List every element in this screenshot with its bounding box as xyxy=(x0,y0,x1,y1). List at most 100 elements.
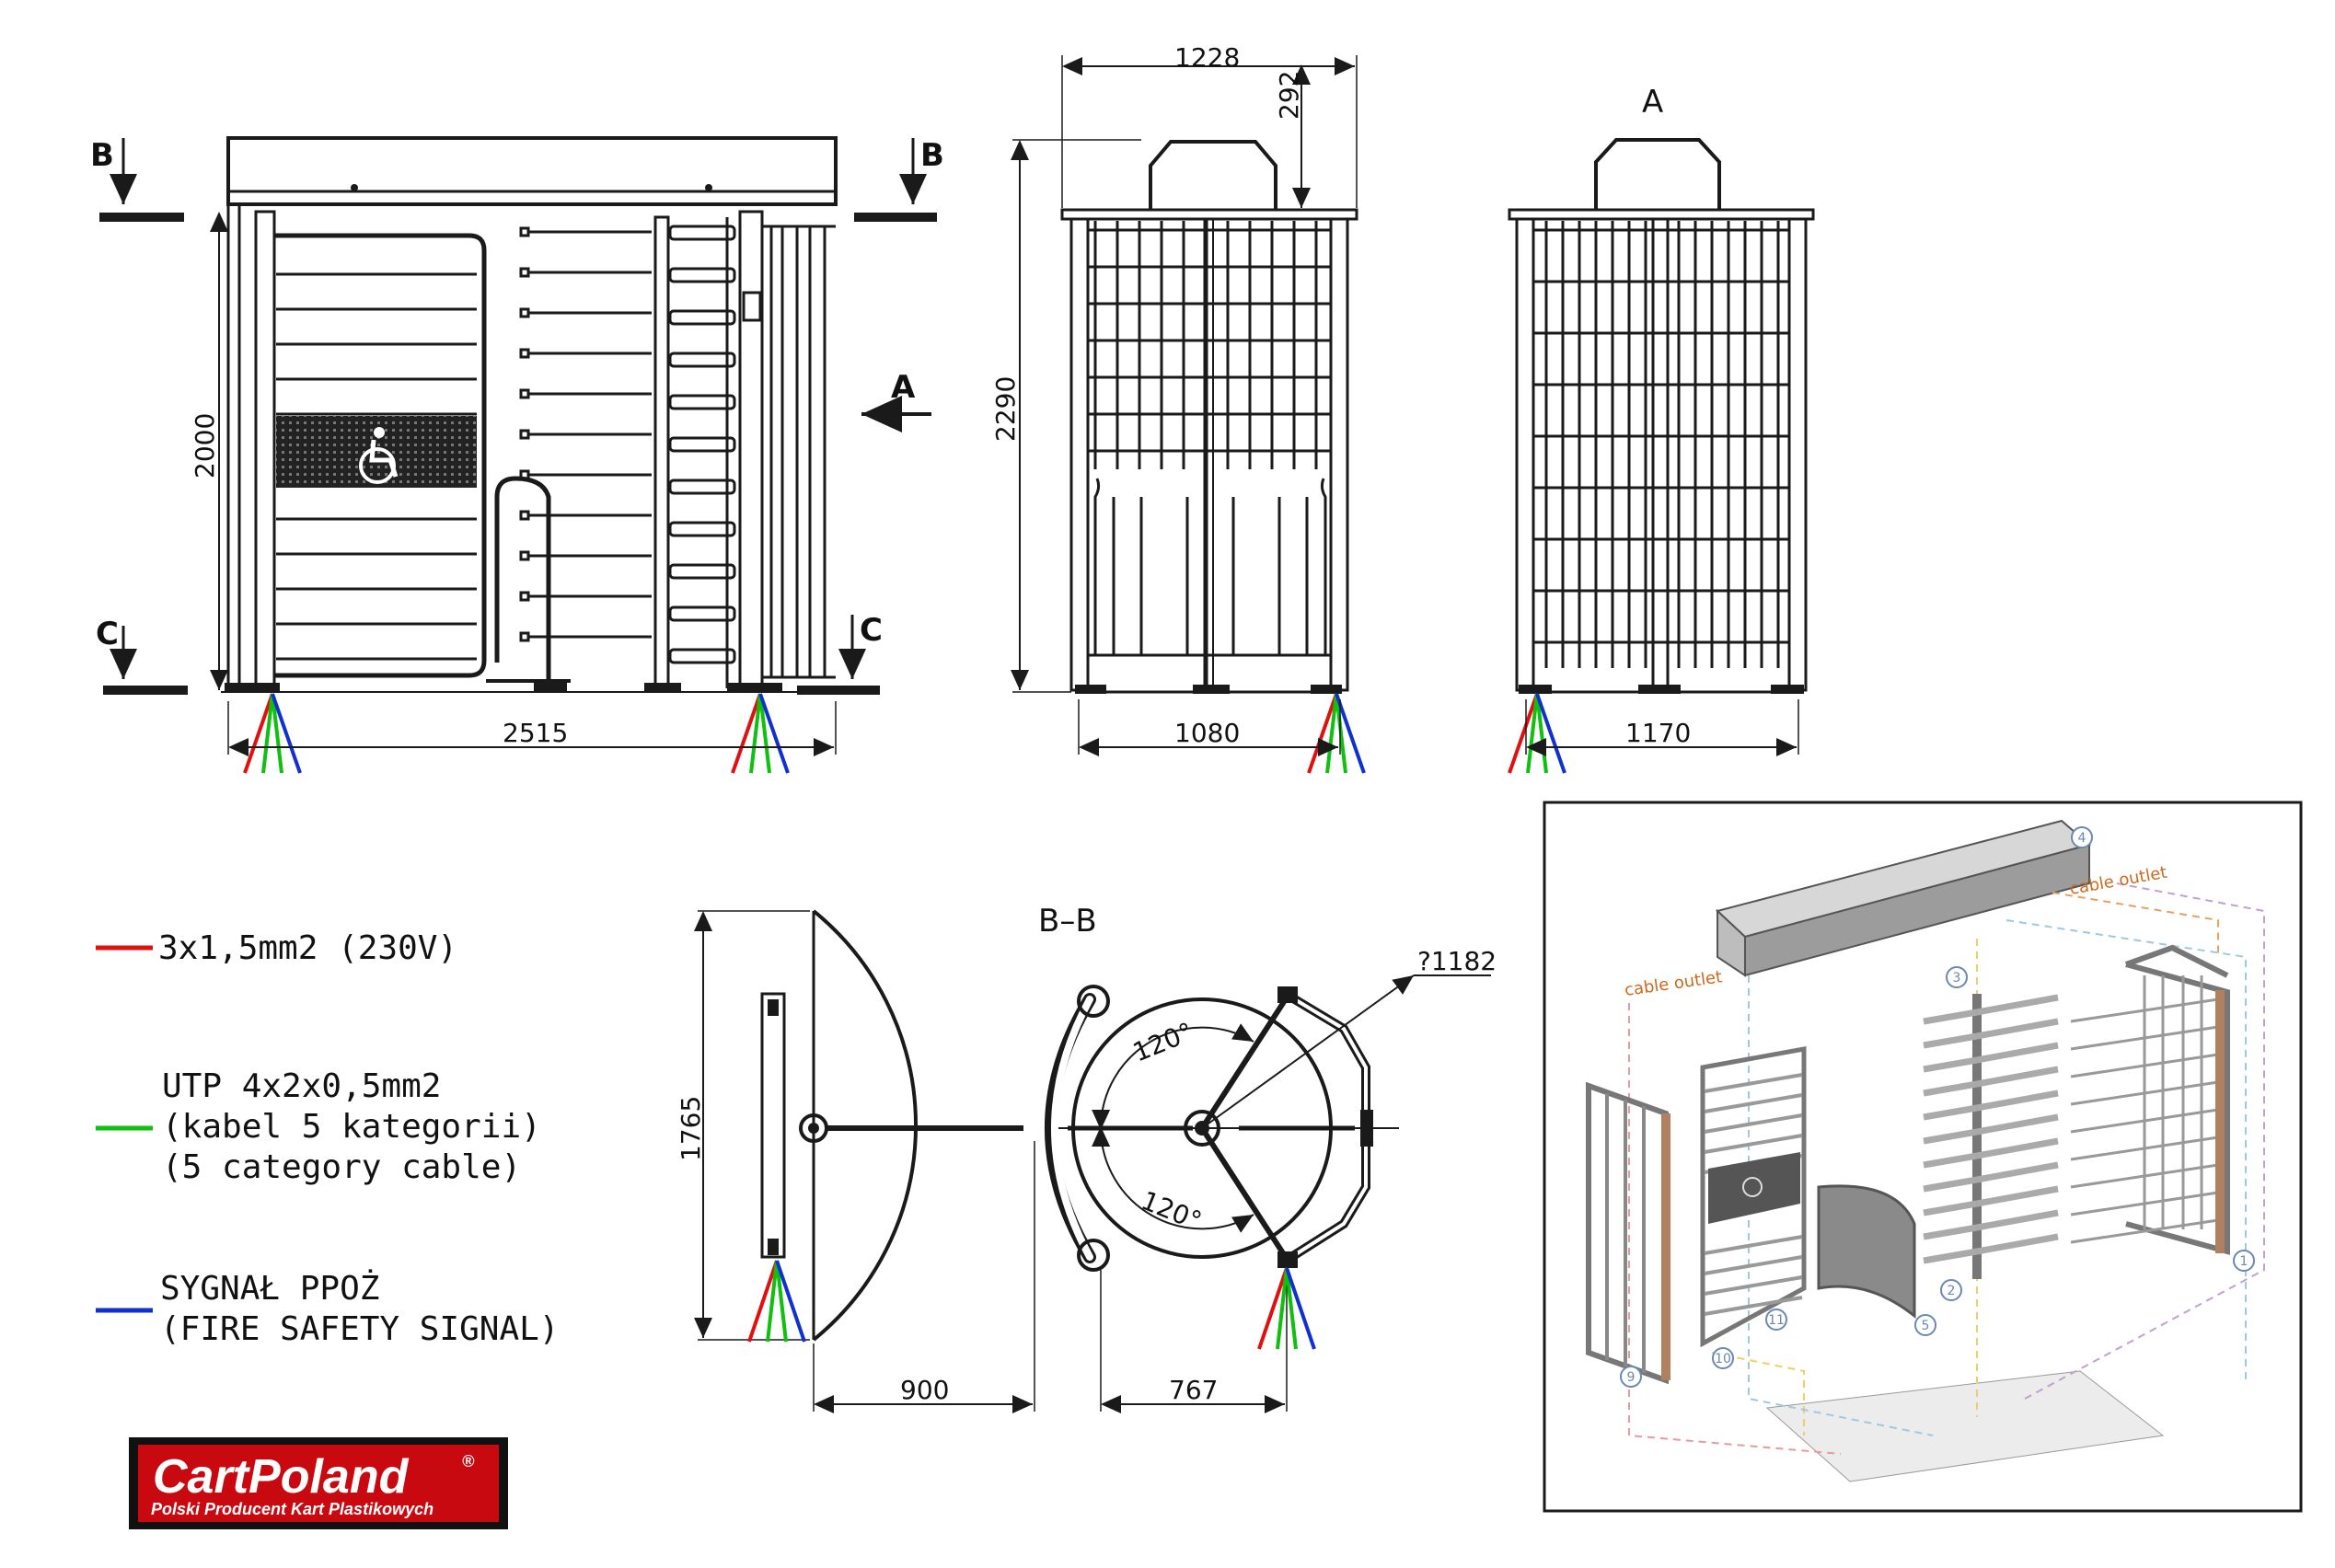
rotor-arm-3d xyxy=(1923,1032,1978,1049)
cable-wire xyxy=(758,693,790,774)
svg-text:(FIRE SAFETY SIGNAL): (FIRE SAFETY SIGNAL) xyxy=(160,1310,559,1348)
callout-3: 3 xyxy=(1946,966,1968,988)
cable-wire xyxy=(731,693,762,774)
callout-label: 9 xyxy=(1627,1370,1636,1385)
dimension-base-width: 1080 xyxy=(1078,699,1341,756)
rotor-3d xyxy=(1923,994,2059,1279)
svg-text:(kabel 5 kategorii): (kabel 5 kategorii) xyxy=(162,1108,541,1146)
cable-wire xyxy=(1508,693,1539,774)
callout-1: 1 xyxy=(2233,1250,2255,1272)
rotor-arm-3d xyxy=(1976,1161,2059,1183)
rotor-arm xyxy=(668,225,736,241)
rotor-arm-3d xyxy=(1923,1152,1978,1169)
rotor-arm-3d xyxy=(1923,1056,1978,1073)
cable-route xyxy=(2024,882,2265,1400)
callout-label: 4 xyxy=(2078,831,2086,846)
svg-text:120°: 120° xyxy=(1137,1185,1206,1237)
svg-text:C: C xyxy=(860,612,883,649)
cable-route xyxy=(1711,1352,1805,1435)
callout-label: 2 xyxy=(1948,1284,1956,1298)
callout-circle xyxy=(2071,826,2093,848)
rotor-arm-3d xyxy=(1976,1185,2059,1207)
dimension-width: 2515 xyxy=(227,701,837,756)
cable-route xyxy=(2052,892,2219,957)
rotor-arm xyxy=(668,394,736,410)
svg-text:292: 292 xyxy=(1274,71,1304,120)
dimension-rotor: 767 xyxy=(1100,1270,1288,1413)
cable-wire xyxy=(1276,1267,1289,1350)
cable-wire xyxy=(271,693,283,774)
svg-text:2515: 2515 xyxy=(503,718,568,748)
svg-text:CartPoland: CartPoland xyxy=(153,1450,410,1504)
cable-wire xyxy=(1526,693,1539,774)
section-marker-b-left: B xyxy=(90,137,184,222)
cable-wire xyxy=(1535,693,1548,774)
rotor-arm-3d xyxy=(1976,1090,2059,1112)
view-a-title: A xyxy=(1642,84,1663,121)
rotor-arm-3d xyxy=(1923,1248,1978,1264)
gate-bar-3d xyxy=(1704,1134,1803,1154)
cable-wire xyxy=(1335,693,1366,774)
legend-item-data: UTP 4x2x0,5mm2 (kabel 5 kategorii) (5 ca… xyxy=(96,1067,541,1186)
rotor-arm-3d xyxy=(1976,1209,2059,1231)
callout-circle xyxy=(2233,1250,2255,1272)
rotor-arm xyxy=(668,352,736,368)
cable-wire xyxy=(243,693,274,774)
svg-text:?1182: ?1182 xyxy=(1417,946,1497,976)
picket-end xyxy=(519,226,530,237)
gate-bar-3d xyxy=(1704,1113,1803,1134)
cable-wire xyxy=(1285,1267,1316,1350)
picket-end xyxy=(519,307,530,318)
cable-wire xyxy=(1535,693,1566,774)
cable-wire xyxy=(1307,693,1338,774)
callout-circle xyxy=(1914,1314,1936,1336)
grille-panel xyxy=(276,416,477,488)
cable-wire xyxy=(766,1260,779,1343)
picket-end xyxy=(519,591,530,602)
svg-text:1080: 1080 xyxy=(1174,718,1240,748)
svg-text:(5 category cable): (5 category cable) xyxy=(162,1148,521,1186)
gate-bar-3d xyxy=(1704,1235,1803,1255)
svg-text:A: A xyxy=(891,369,916,406)
cable-wire xyxy=(775,1260,806,1343)
svg-text:767: 767 xyxy=(1169,1375,1218,1405)
svg-text:1765: 1765 xyxy=(676,1096,706,1161)
callout-11: 11 xyxy=(1765,1309,1787,1331)
section-b-b-title: B–B xyxy=(1038,903,1097,940)
svg-text:Polski Producent Kart Plastiko: Polski Producent Kart Plastikowych xyxy=(151,1500,433,1518)
cable-legend: 3x1,5mm2 (230V) UTP 4x2x0,5mm2 (kabel 5 … xyxy=(96,929,559,1348)
cable-route xyxy=(1748,975,1934,1436)
callout-4: 4 xyxy=(2071,826,2093,848)
guard-3d xyxy=(1817,1184,1916,1320)
canopy-3d xyxy=(1715,819,2092,977)
cartpoland-logo: CartPoland ® Polski Producent Kart Plast… xyxy=(129,1437,508,1529)
gate-bar-3d xyxy=(1704,1255,1803,1275)
dimension-top-height: 292 xyxy=(1274,64,1311,208)
svg-text:900: 900 xyxy=(900,1375,949,1405)
svg-text:120°: 120° xyxy=(1128,1017,1197,1068)
rotor-arm-3d xyxy=(1976,1113,2059,1136)
rotor-arm-3d xyxy=(1976,1233,2059,1255)
gate-bar-3d xyxy=(1704,1073,1803,1093)
picket-end xyxy=(519,510,530,521)
svg-text:UTP 4x2x0,5mm2: UTP 4x2x0,5mm2 xyxy=(162,1067,441,1105)
rotor-arm-3d xyxy=(1923,1009,1978,1025)
picket-end xyxy=(519,388,530,399)
callout-label: 3 xyxy=(1953,971,1961,986)
svg-text:C: C xyxy=(96,616,119,652)
cable-wire xyxy=(1257,1267,1289,1350)
cable-wire xyxy=(775,1260,788,1343)
callout-9: 9 xyxy=(1620,1366,1642,1388)
picket-end xyxy=(519,429,530,440)
gate-leaf-3d xyxy=(1700,1046,1807,1348)
view-arrow-a: A xyxy=(861,369,931,432)
gate-bar-3d xyxy=(1704,1275,1803,1296)
rotor-arm-3d xyxy=(1923,1200,1978,1216)
callout-circle xyxy=(1940,1279,1962,1301)
rotor-arm-3d xyxy=(1923,1176,1978,1193)
rotor-arm-3d xyxy=(1976,1018,2059,1040)
cable-route xyxy=(2006,919,2247,1380)
svg-text:1170: 1170 xyxy=(1625,718,1691,748)
svg-text:1228: 1228 xyxy=(1174,42,1240,73)
